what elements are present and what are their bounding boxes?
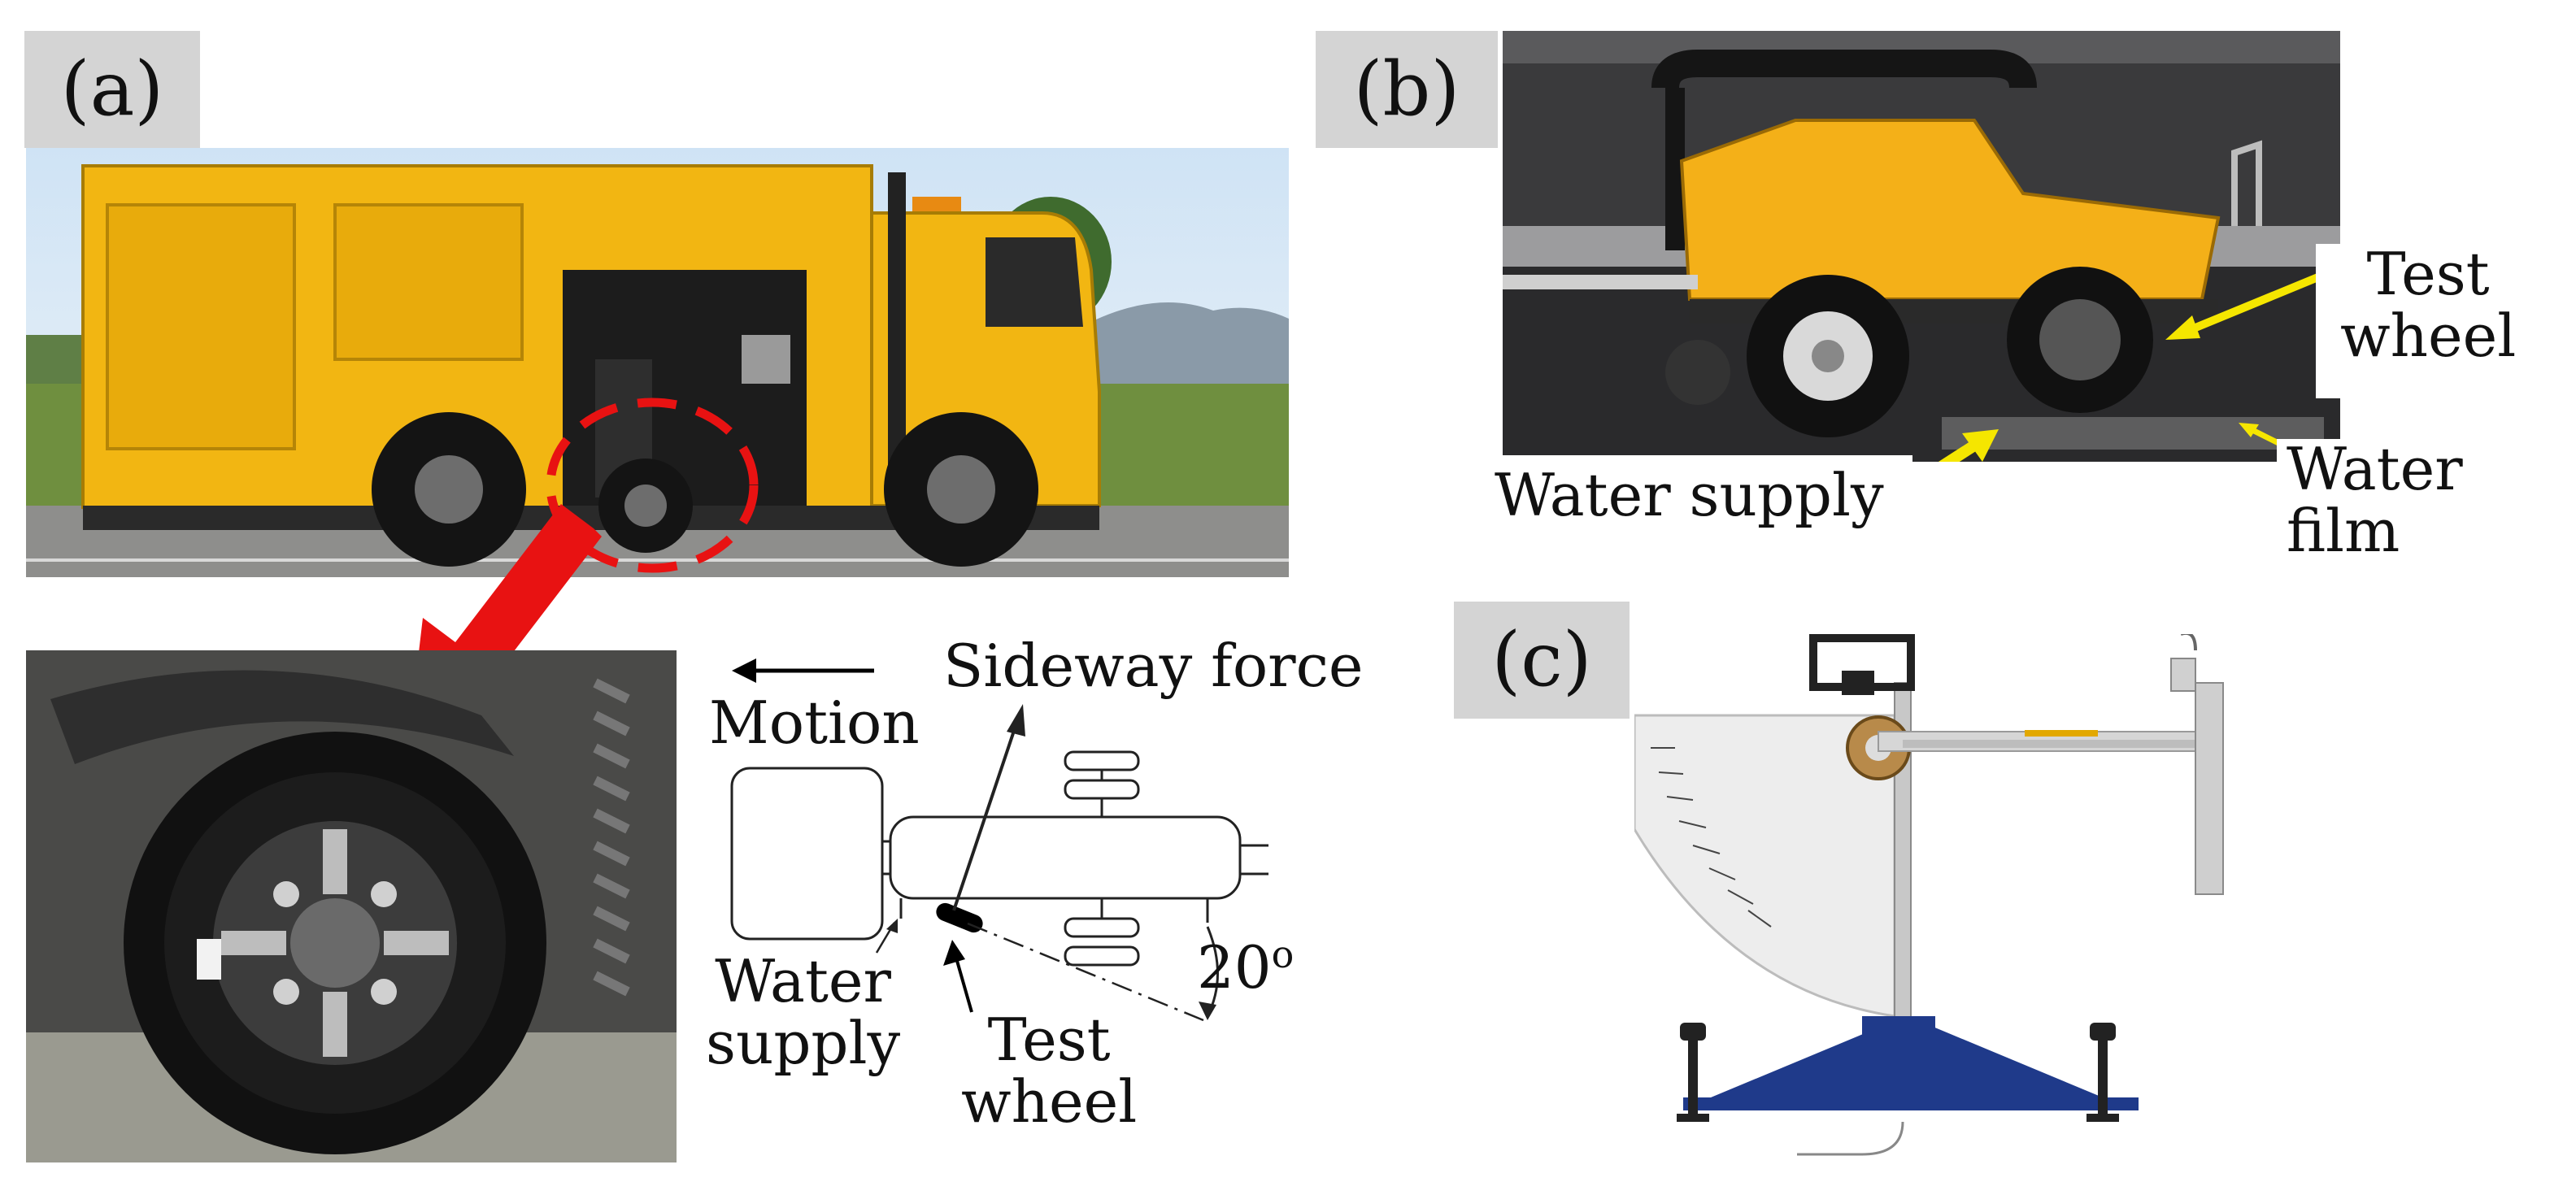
sideway-force-label: Sideway force [943, 632, 1364, 700]
trailer-water-film-label: Water film [2287, 435, 2463, 565]
panel-c-label: (c) [1491, 616, 1592, 703]
sideway-force-diagram [730, 658, 1268, 1022]
water-supply-label: Water supply [706, 947, 901, 1077]
panel-b-tag: (b) [1316, 31, 1498, 148]
pendulum-tester [1634, 634, 2224, 1156]
angle-label: 20o [1197, 932, 1295, 1002]
trailer-water-supply-label: Water supply [1495, 461, 1884, 529]
water-supply-label-bg [1491, 455, 1912, 541]
trailer-test-wheel-label: Test wheel [2340, 240, 2517, 370]
water-supply-arrow [1938, 441, 1978, 462]
water-film-label-bg [2277, 439, 2472, 585]
vehicle-body-outline [889, 815, 1242, 900]
truck-photo [26, 148, 1289, 577]
test-wheel-label: Test wheel [961, 1006, 1138, 1136]
panel-b-label: (b) [1353, 46, 1460, 133]
sideway-force-arrow [952, 723, 1018, 911]
scale-plate [1634, 714, 1896, 1018]
angle-reference-line [967, 922, 1204, 1022]
test-wheel-label-bg [2316, 244, 2560, 398]
trailer-photo [1503, 31, 2340, 462]
vehicle-cab-outline [730, 767, 884, 941]
test-wheel-shape [936, 902, 983, 933]
test-wheel-arrow [2184, 271, 2326, 336]
panel-c-tag: (c) [1454, 602, 1630, 719]
test-wheel-photo [26, 650, 677, 1162]
panel-a-label: (a) [60, 46, 164, 133]
motion-label: Motion [709, 689, 920, 757]
panel-a-tag: (a) [24, 31, 200, 148]
